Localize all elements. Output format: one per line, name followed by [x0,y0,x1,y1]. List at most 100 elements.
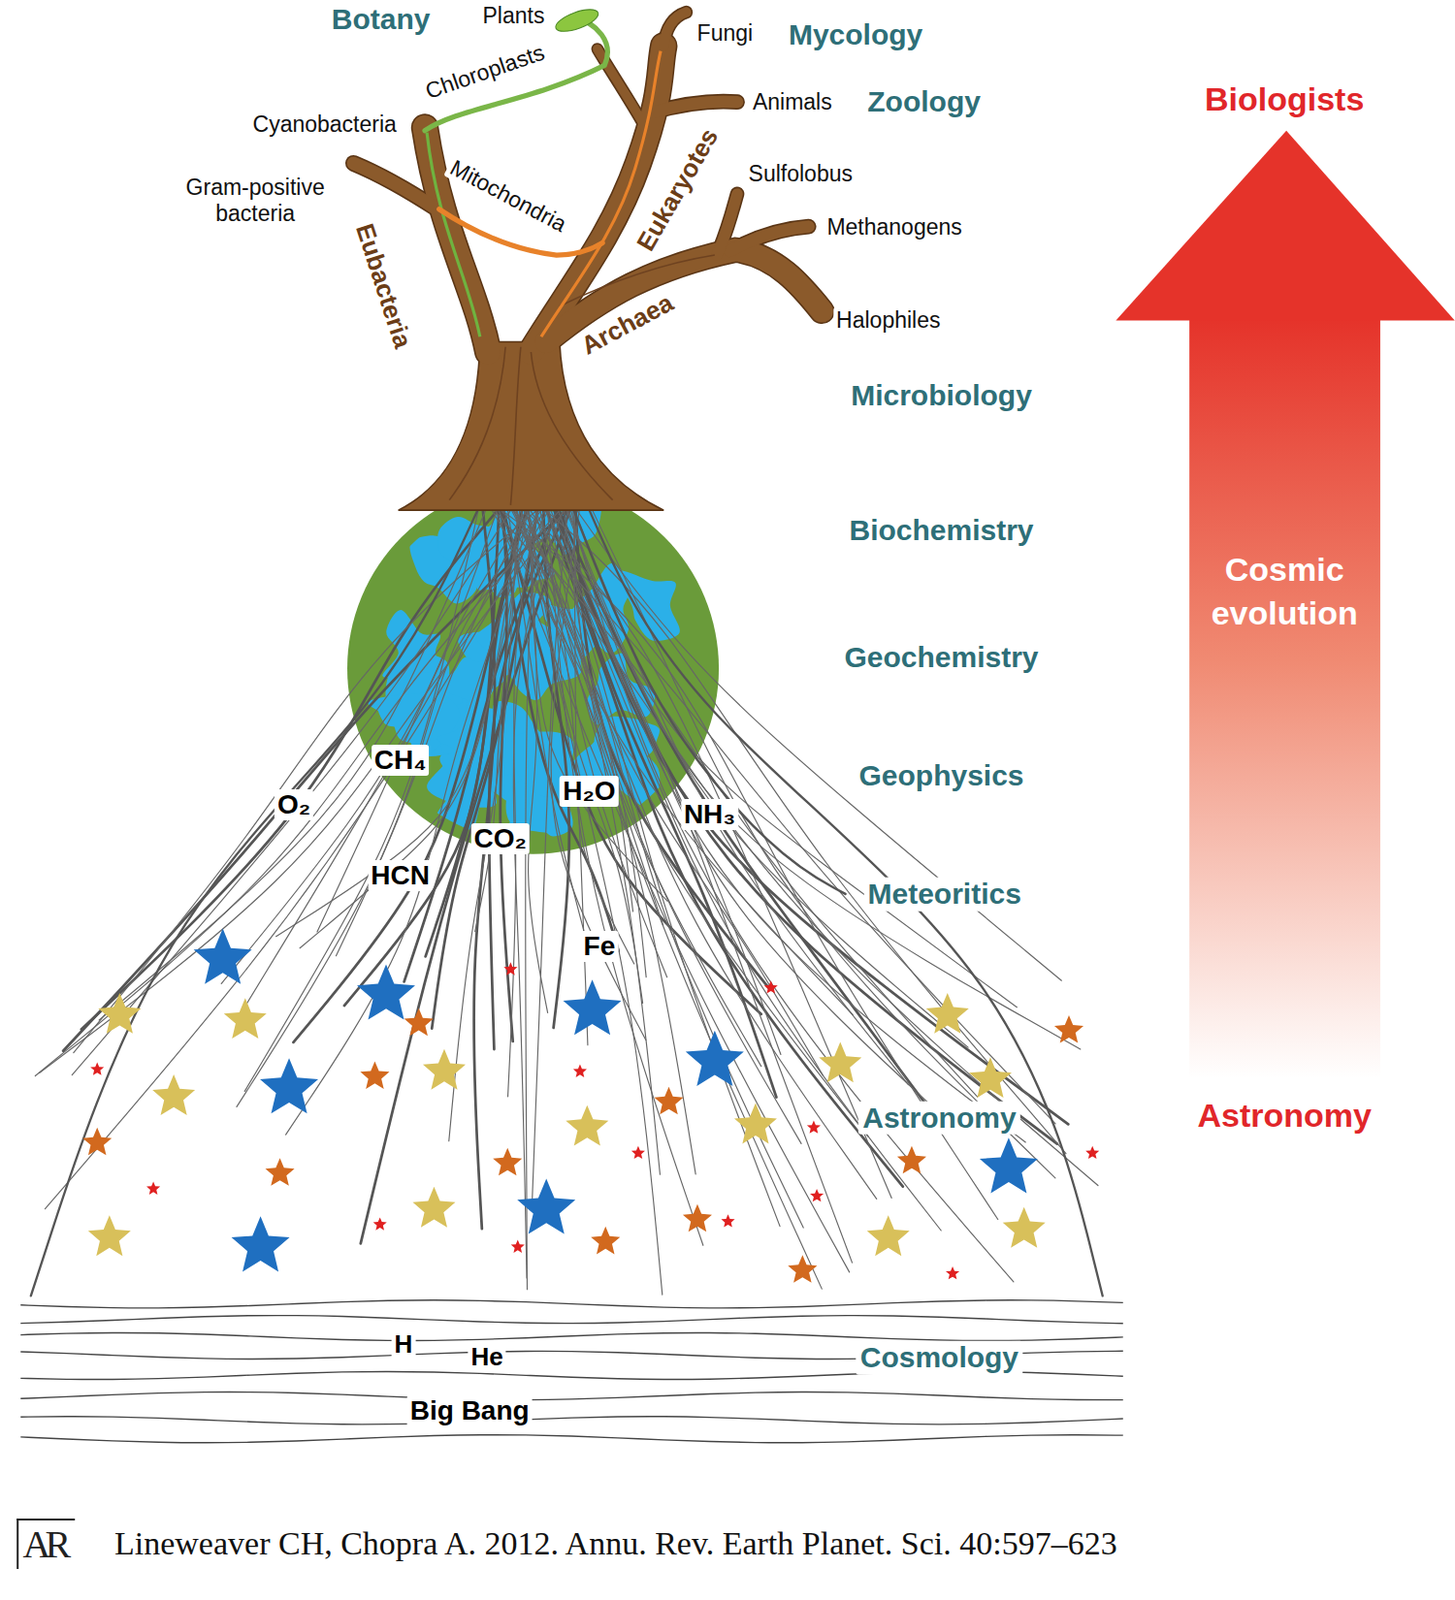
root-line [528,485,588,1046]
element-label: H [390,1330,416,1360]
root-line [534,485,781,1055]
root-line [44,498,556,1210]
root-line [292,508,522,1043]
sulfolobus-branch [716,194,738,256]
star [818,1041,862,1083]
plant-leaf [552,4,601,36]
molecule-label: HCN [367,860,433,892]
root-line [63,498,579,1052]
kingdom-label: Animals [749,89,836,115]
root-line [504,495,877,1199]
root-line [487,503,804,1229]
stratum-line [20,1300,1123,1309]
root-line [523,486,643,1003]
root-line [539,506,822,1290]
star [194,929,253,985]
star [897,1146,927,1175]
stratum-line [20,1435,1123,1444]
gram-positive-branch [353,162,437,209]
stratum-line [20,1417,1123,1425]
root-line [547,497,704,1246]
star [146,1182,161,1196]
fungi-branch-outline [663,12,686,47]
discipline-label: Microbiology [846,379,1036,414]
root-line [561,488,941,1115]
root-line [34,486,581,1076]
tree-trunk [398,342,665,512]
domain-label: Eubacteria [348,217,418,355]
star [563,979,622,1035]
star [231,1216,291,1272]
organelle-label: Chloroplasts [419,37,550,105]
discipline-label: Mycology [784,18,927,53]
molecule-label: NH₃ [680,799,739,831]
cosmic-strata [20,1300,1123,1444]
root-line [449,485,519,1141]
event-label: Big Bang [407,1395,533,1427]
star [764,980,778,994]
root-line [242,507,548,1011]
root-line [557,486,1081,1050]
root-line [98,497,491,1021]
root-line [486,494,978,1098]
methanogen-branch [730,226,809,252]
stratum-line [20,1332,1123,1341]
root-line [31,505,481,1297]
root-line [500,507,619,952]
star [492,1148,522,1177]
root-line [503,497,1099,1187]
root-line [519,482,780,1228]
root-line [579,483,1056,1179]
arrow-shaft [1189,318,1381,1079]
root-line [531,490,570,1207]
taxon-label: Halophiles [833,306,943,332]
star [979,1137,1038,1194]
arrow-start-label: Astronomy [1193,1097,1375,1135]
root-line [551,497,1068,1125]
stratum-line [20,1316,1123,1325]
star [867,1215,910,1257]
star [720,1214,735,1228]
discipline-label: Geochemistry [840,641,1042,676]
root-line [542,507,1067,1155]
root-line [236,489,540,1107]
star [590,1227,620,1256]
star [682,1204,712,1233]
molecule-label: O₂ [274,788,314,820]
star [412,1187,455,1229]
star [565,1105,609,1147]
root-line [559,486,1062,982]
stars [82,929,1100,1284]
discipline-label: Cosmology [856,1341,1023,1376]
root-line [360,487,578,1245]
molecule-label: H₂O [559,776,618,808]
taxon-label: Cyanobacteria [250,111,400,137]
star [945,1266,960,1280]
bark-line [530,352,613,501]
fungi-branch [663,12,686,47]
element-label: He [467,1343,506,1373]
publisher-logo: AR [17,1519,76,1570]
star [224,998,267,1039]
taxon-label: Methanogens [823,213,965,239]
star [90,1062,104,1075]
star [259,1058,319,1114]
root-line [221,489,505,985]
methanogen-branch-outline [730,226,809,252]
star [573,1065,587,1078]
discipline-label: Meteoritics [863,877,1025,912]
animal-branch-outline [653,101,738,113]
star [1054,1015,1084,1044]
molecule-label: CO₂ [471,823,530,855]
roots [31,482,1103,1297]
element-label: Fe [581,931,619,963]
root-line [299,502,521,949]
star [373,1217,388,1230]
root-line [71,503,516,1076]
star [631,1146,646,1160]
animal-branch [653,101,738,113]
evolution-arrow [1115,130,1455,1080]
star [422,1049,466,1091]
root-line [244,487,484,1092]
